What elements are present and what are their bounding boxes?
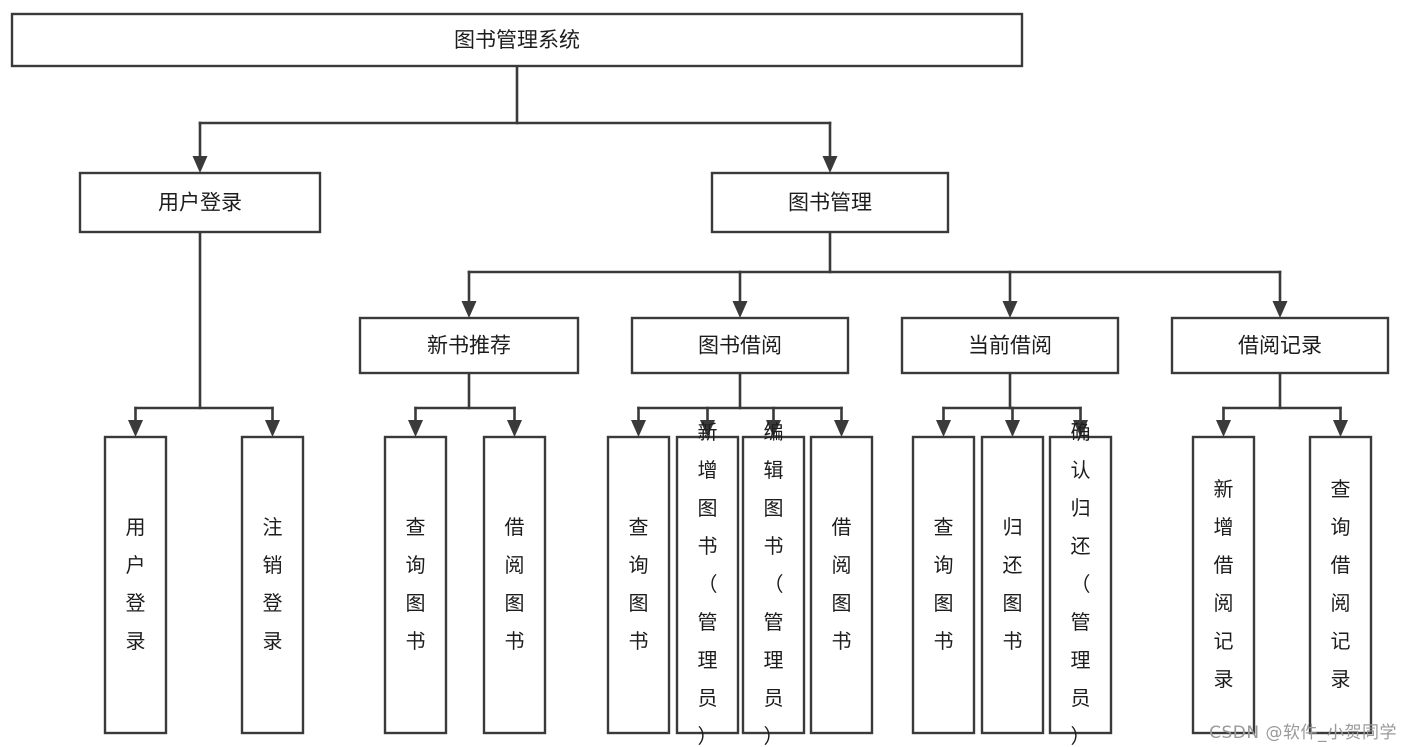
arrow-head-icon bbox=[700, 420, 715, 437]
node-leaf-query-book-2[interactable]: 查询图书 bbox=[606, 435, 671, 735]
node-label-leaf-query-book-3: 查询图书 bbox=[934, 515, 954, 653]
node-leaf-query-book-3[interactable]: 查询图书 bbox=[911, 435, 976, 735]
node-label-leaf-borrow-book-1: 借阅图书 bbox=[505, 515, 525, 653]
csdn-watermark: CSDN @软件_小贺同学 bbox=[1209, 723, 1397, 743]
node-box-leaf-query-book-2 bbox=[606, 435, 671, 735]
node-label-borrow-record: 借阅记录 bbox=[1238, 334, 1322, 358]
node-leaf-logout[interactable]: 注销登录 bbox=[240, 435, 305, 735]
node-box-leaf-query-book-1 bbox=[383, 435, 448, 735]
node-label-leaf-edit-book: 编辑图书（管理员） bbox=[764, 420, 784, 747]
arrow-head-icon bbox=[1216, 420, 1231, 437]
node-leaf-user-login[interactable]: 用户登录 bbox=[103, 435, 168, 735]
arrow-head-icon bbox=[1073, 420, 1088, 437]
node-box-book-borrow bbox=[630, 316, 850, 375]
arrow-head-icon bbox=[1005, 420, 1020, 437]
arrow-head-icon bbox=[732, 301, 748, 318]
node-user-login[interactable]: 用户登录 bbox=[78, 171, 322, 234]
node-label-current-borrow: 当前借阅 bbox=[968, 334, 1052, 358]
node-leaf-return-book[interactable]: 归还图书 bbox=[980, 435, 1045, 735]
node-label-book-manage: 图书管理 bbox=[788, 191, 872, 215]
node-label-leaf-add-record: 新增借阅记录 bbox=[1214, 477, 1234, 691]
node-box-leaf-user-login bbox=[103, 435, 168, 735]
arrow-head-icon bbox=[766, 420, 781, 437]
node-label-leaf-logout: 注销登录 bbox=[263, 515, 283, 653]
node-label-new-book-rec: 新书推荐 bbox=[427, 334, 511, 358]
node-box-user-login bbox=[78, 171, 322, 234]
node-box-leaf-logout bbox=[240, 435, 305, 735]
node-leaf-confirm-return[interactable]: 确认归还（管理员） bbox=[1048, 420, 1113, 747]
node-box-leaf-query-book-3 bbox=[911, 435, 976, 735]
node-boxes-group: 图书管理系统用户登录图书管理新书推荐图书借阅当前借阅借阅记录用户登录注销登录查询… bbox=[10, 12, 1390, 747]
node-label-leaf-query-book-1: 查询图书 bbox=[406, 515, 426, 653]
node-leaf-query-book-1[interactable]: 查询图书 bbox=[383, 435, 448, 735]
node-leaf-query-record[interactable]: 查询借阅记录 bbox=[1308, 435, 1373, 735]
node-leaf-edit-book[interactable]: 编辑图书（管理员） bbox=[741, 420, 806, 747]
arrow-head-icon bbox=[265, 420, 280, 437]
node-current-borrow[interactable]: 当前借阅 bbox=[900, 316, 1120, 375]
node-book-manage[interactable]: 图书管理 bbox=[710, 171, 950, 234]
node-label-leaf-confirm-return: 确认归还（管理员） bbox=[1071, 420, 1091, 747]
node-label-root: 图书管理系统 bbox=[454, 28, 580, 52]
node-box-leaf-confirm-return bbox=[1048, 435, 1113, 735]
node-box-leaf-borrow-book-1 bbox=[482, 435, 547, 735]
node-borrow-record[interactable]: 借阅记录 bbox=[1170, 316, 1390, 375]
arrow-head-icon bbox=[128, 420, 143, 437]
node-label-leaf-return-book: 归还图书 bbox=[1003, 515, 1023, 653]
arrow-head-icon bbox=[192, 156, 208, 173]
node-box-new-book-rec bbox=[358, 316, 580, 375]
arrow-head-icon bbox=[631, 420, 646, 437]
arrow-head-icon bbox=[1272, 301, 1288, 318]
node-box-leaf-add-book bbox=[675, 435, 740, 735]
node-box-leaf-return-book bbox=[980, 435, 1045, 735]
node-label-user-login: 用户登录 bbox=[158, 191, 242, 215]
arrow-head-icon bbox=[1002, 301, 1018, 318]
node-label-book-borrow: 图书借阅 bbox=[698, 334, 782, 358]
node-box-leaf-query-record bbox=[1308, 435, 1373, 735]
node-label-leaf-user-login: 用户登录 bbox=[126, 515, 146, 653]
node-box-current-borrow bbox=[900, 316, 1120, 375]
connector-lines-group bbox=[128, 64, 1348, 437]
node-box-root bbox=[10, 12, 1024, 68]
node-box-leaf-add-record bbox=[1191, 435, 1256, 735]
arrow-head-icon bbox=[507, 420, 522, 437]
arrow-head-icon bbox=[834, 420, 849, 437]
node-book-borrow[interactable]: 图书借阅 bbox=[630, 316, 850, 375]
node-leaf-add-record[interactable]: 新增借阅记录 bbox=[1191, 435, 1256, 735]
node-label-leaf-add-book: 新增图书（管理员） bbox=[698, 420, 718, 747]
arrow-head-icon bbox=[408, 420, 423, 437]
arrow-head-icon bbox=[822, 156, 838, 173]
arrow-head-icon bbox=[936, 420, 951, 437]
node-root[interactable]: 图书管理系统 bbox=[10, 12, 1024, 68]
node-leaf-add-book[interactable]: 新增图书（管理员） bbox=[675, 420, 740, 747]
node-box-leaf-edit-book bbox=[741, 435, 806, 735]
arrow-head-icon bbox=[1333, 420, 1348, 437]
node-label-leaf-query-book-2: 查询图书 bbox=[629, 515, 649, 653]
node-box-borrow-record bbox=[1170, 316, 1390, 375]
node-leaf-borrow-book-2[interactable]: 借阅图书 bbox=[809, 435, 874, 735]
node-leaf-borrow-book-1[interactable]: 借阅图书 bbox=[482, 435, 547, 735]
node-box-book-manage bbox=[710, 171, 950, 234]
node-label-leaf-query-record: 查询借阅记录 bbox=[1331, 477, 1351, 691]
arrow-head-icon bbox=[461, 301, 477, 318]
node-box-leaf-borrow-book-2 bbox=[809, 435, 874, 735]
node-label-leaf-borrow-book-2: 借阅图书 bbox=[832, 515, 852, 653]
node-new-book-rec[interactable]: 新书推荐 bbox=[358, 316, 580, 375]
